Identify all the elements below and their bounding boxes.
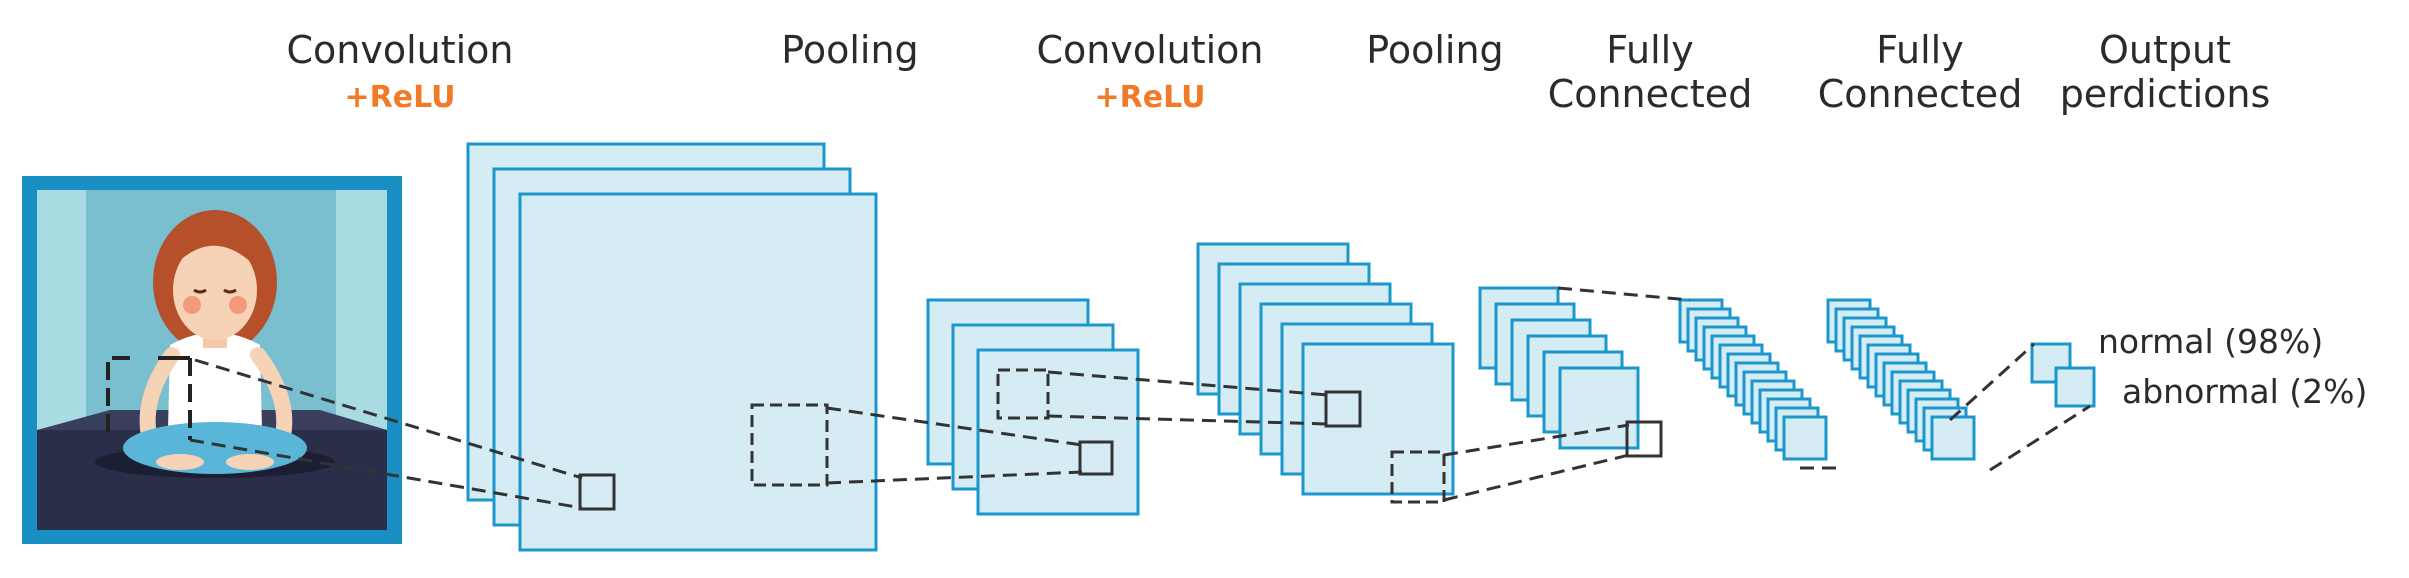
dashed-connector <box>1989 404 2091 472</box>
conv2-stack <box>1196 242 1455 496</box>
filter-window <box>1324 390 1362 428</box>
output-stack <box>2030 342 2096 408</box>
dashed-connector <box>1557 286 1691 302</box>
feature-maps <box>466 142 2096 552</box>
dashed-connector <box>1948 342 2036 422</box>
prediction-normal: normal (98%) <box>2098 322 2324 361</box>
dashed-connector <box>189 438 583 510</box>
label-fully-connected-2-line1: Fully <box>1876 28 1964 72</box>
fc2-stack-map <box>1930 415 1976 461</box>
label-fully-connected-1-line2: Connected <box>1547 72 1753 116</box>
conv1-stack <box>466 142 878 552</box>
pool2-stack <box>1478 286 1640 450</box>
dashed-connector <box>1443 453 1630 502</box>
label-pooling-2: Pooling <box>1366 28 1504 72</box>
label-relu-1: +ReLU <box>344 80 456 115</box>
pool1-stack <box>926 298 1140 516</box>
dashed-connector <box>1047 370 1329 397</box>
dashed-window <box>996 368 1050 420</box>
pool2-stack-map <box>1558 366 1640 450</box>
fc1-stack-map <box>1782 415 1828 461</box>
label-output-line1: Output <box>2099 28 2231 72</box>
fc2-stack <box>1826 298 1976 461</box>
label-convolution-2: Convolution <box>1036 28 1264 72</box>
dashed-window <box>1390 450 1446 504</box>
filter-window <box>1078 440 1114 476</box>
label-pooling-1: Pooling <box>781 28 919 72</box>
fc1-stack <box>1678 298 1828 461</box>
dashed-connector <box>1443 423 1630 457</box>
dashed-connector <box>1047 414 1329 426</box>
pool1-stack-map <box>976 348 1140 516</box>
dashed-window <box>750 403 829 487</box>
input-image <box>22 176 402 544</box>
output-stack-map <box>2054 366 2096 408</box>
conv1-stack-map <box>518 192 878 552</box>
filter-window <box>578 473 616 511</box>
label-convolution-1: Convolution <box>286 28 514 72</box>
label-output-predictions: Output perdictions <box>2040 28 2290 116</box>
filter-window <box>1625 420 1663 458</box>
label-fully-connected-2: Fully Connected <box>1800 28 2040 116</box>
conv2-stack-map <box>1301 342 1455 496</box>
label-fully-connected-2-line2: Connected <box>1817 72 2023 116</box>
dashed-connector <box>194 358 583 480</box>
label-fully-connected-1: Fully Connected <box>1530 28 1770 116</box>
label-relu-2: +ReLU <box>1094 80 1206 115</box>
label-output-line2: perdictions <box>2059 72 2271 116</box>
label-fully-connected-1-line1: Fully <box>1606 28 1694 72</box>
prediction-abnormal: abnormal (2%) <box>2122 372 2368 411</box>
receptive-field-lines <box>189 286 2091 511</box>
